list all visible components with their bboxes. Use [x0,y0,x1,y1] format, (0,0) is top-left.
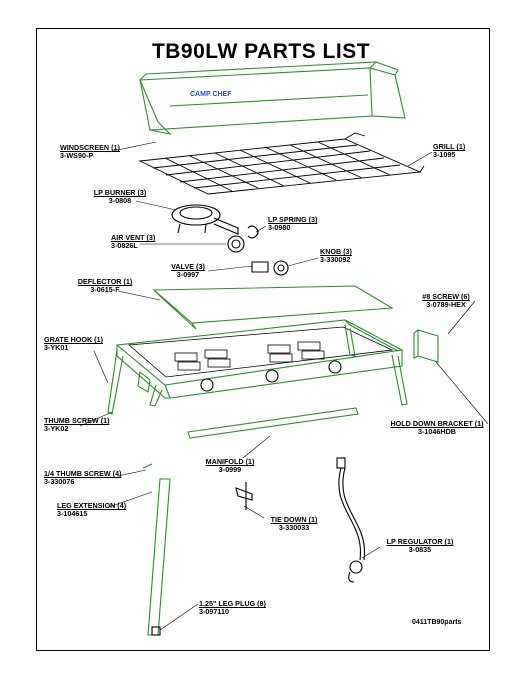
lp-regulator-part [336,457,365,583]
leg-extension-part [142,463,171,636]
label-hold-down-bracket: HOLD DOWN BRACKET (1)3-1046HDB [390,419,484,437]
burner-part [171,204,239,235]
label-grate-hook: GRATE HOOK (1)3-YK01 [44,335,103,353]
label-lp-burner: LP BURNER (3)3-0808 [93,188,147,206]
tie-down-part [235,482,253,510]
document-id: 0411TB90parts [412,619,462,626]
label-quarter-thumb-screw: 1/4 THUMB SCREW (4)3-330076 [44,469,122,487]
manifold-part [187,407,359,439]
grill-grate-part [138,132,425,195]
windscreen-part [139,61,406,135]
label-valve: VALVE (3)3-0997 [171,262,205,280]
label-lp-spring: LP SPRING (3)3-0980 [268,215,318,233]
label-leg-extension: LEG EXTENSION (4)3-104615 [57,501,127,519]
label-grill: GRILL (1)3-1095 [433,142,466,160]
valve-assembly-parts [227,225,289,276]
label-windscreen: WINDSCREEN (1)3-WS90-P [60,143,120,161]
leader-lines [79,141,489,631]
page-title: TB90LW PARTS LIST [151,40,371,63]
label-thumb-screw: THUMB SCREW (1)3-YK02 [44,416,110,434]
windscreen-logo: CAMP CHEF [190,91,232,98]
label-tie-down: TIE DOWN (1)3-330033 [270,515,318,533]
label-air-vent: AIR VENT (3)3-0826L [111,233,156,251]
label-manifold: MANIFOLD (1)3-0999 [205,457,255,475]
label-leg-plug: 1.25" LEG PLUG (8)3-097110 [199,599,266,617]
label-knob: KNOB (3)3-330092 [320,247,352,265]
label-deflector: DEFLECTOR (1)3-0615-F [77,277,133,295]
label-8-screw: #8 SCREW (6)3-0789-HEX [422,292,470,310]
label-lp-regulator: LP REGULATOR (1)3-0835 [386,537,454,555]
deflector-part [152,285,394,330]
stove-body-part [107,319,408,415]
page-border [36,28,490,651]
hold-down-bracket-part [413,329,439,363]
